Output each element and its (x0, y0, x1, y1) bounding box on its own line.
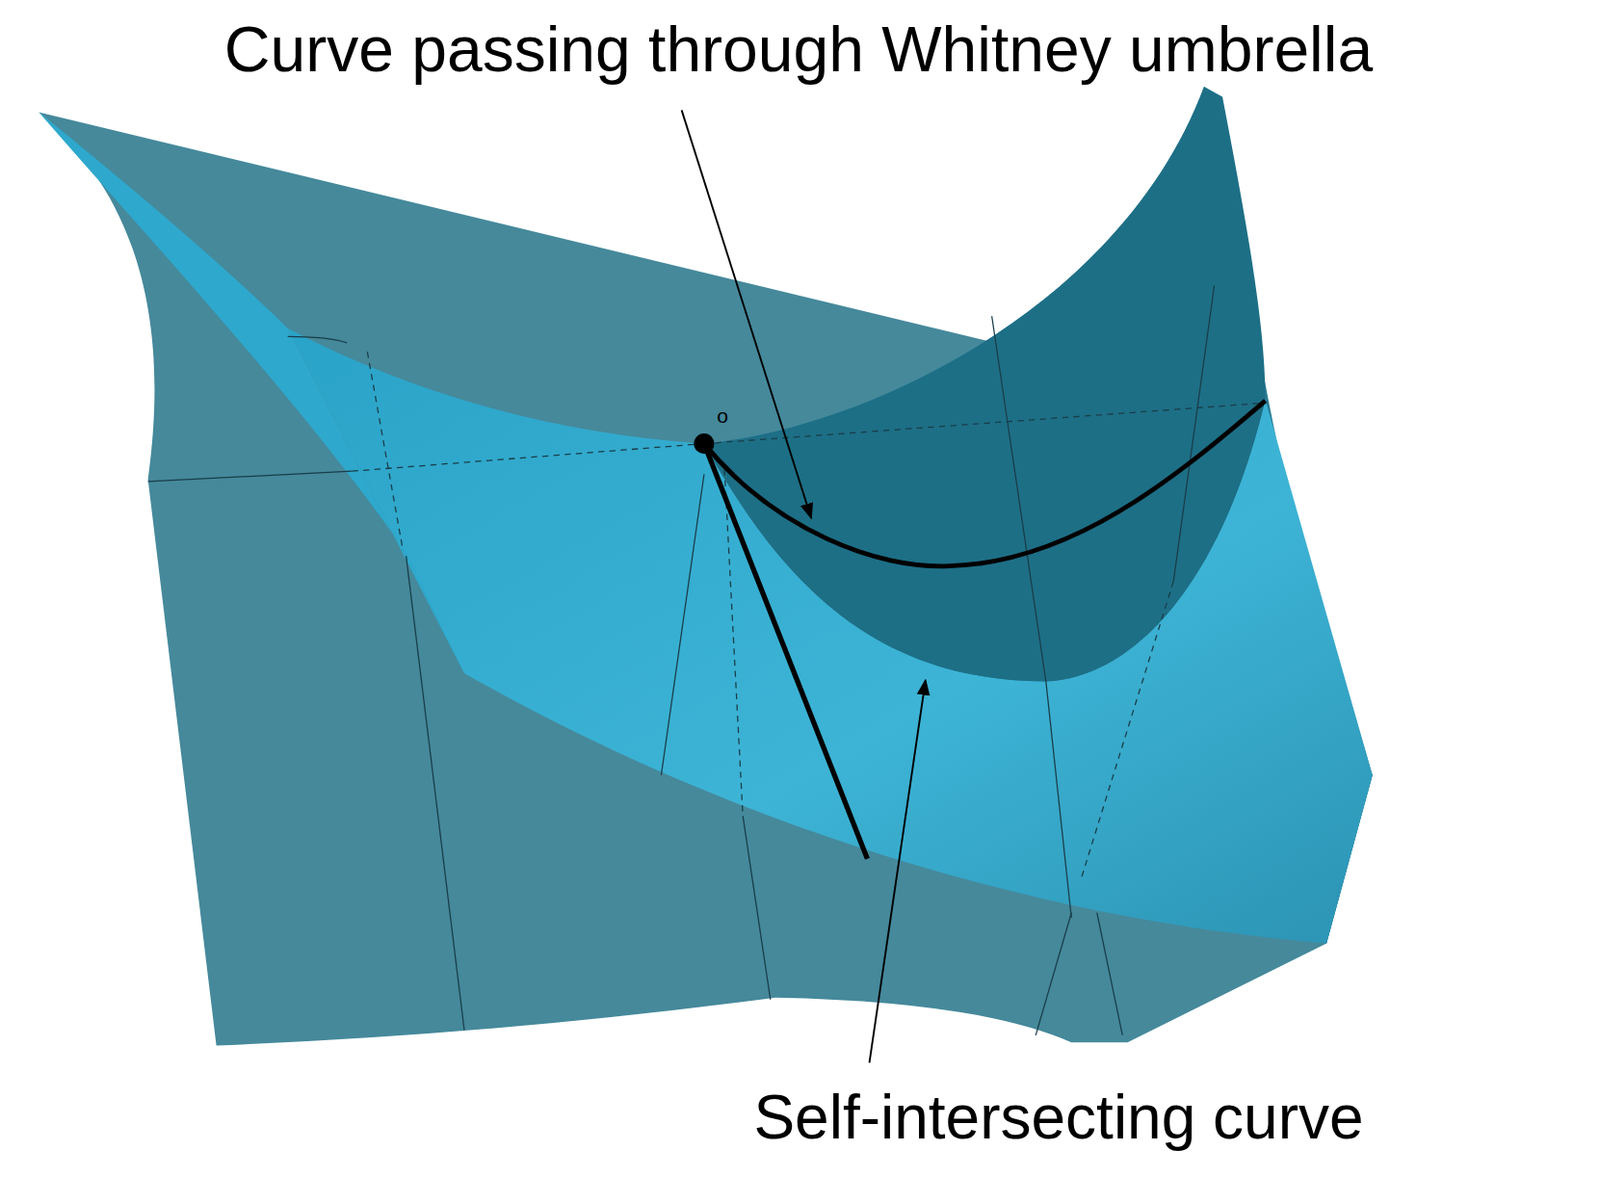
callout-label: Self-intersecting curve (753, 1082, 1364, 1155)
callout-title: Curve passing through Whitney umbrella (224, 13, 1373, 87)
point-label: o (716, 404, 729, 428)
